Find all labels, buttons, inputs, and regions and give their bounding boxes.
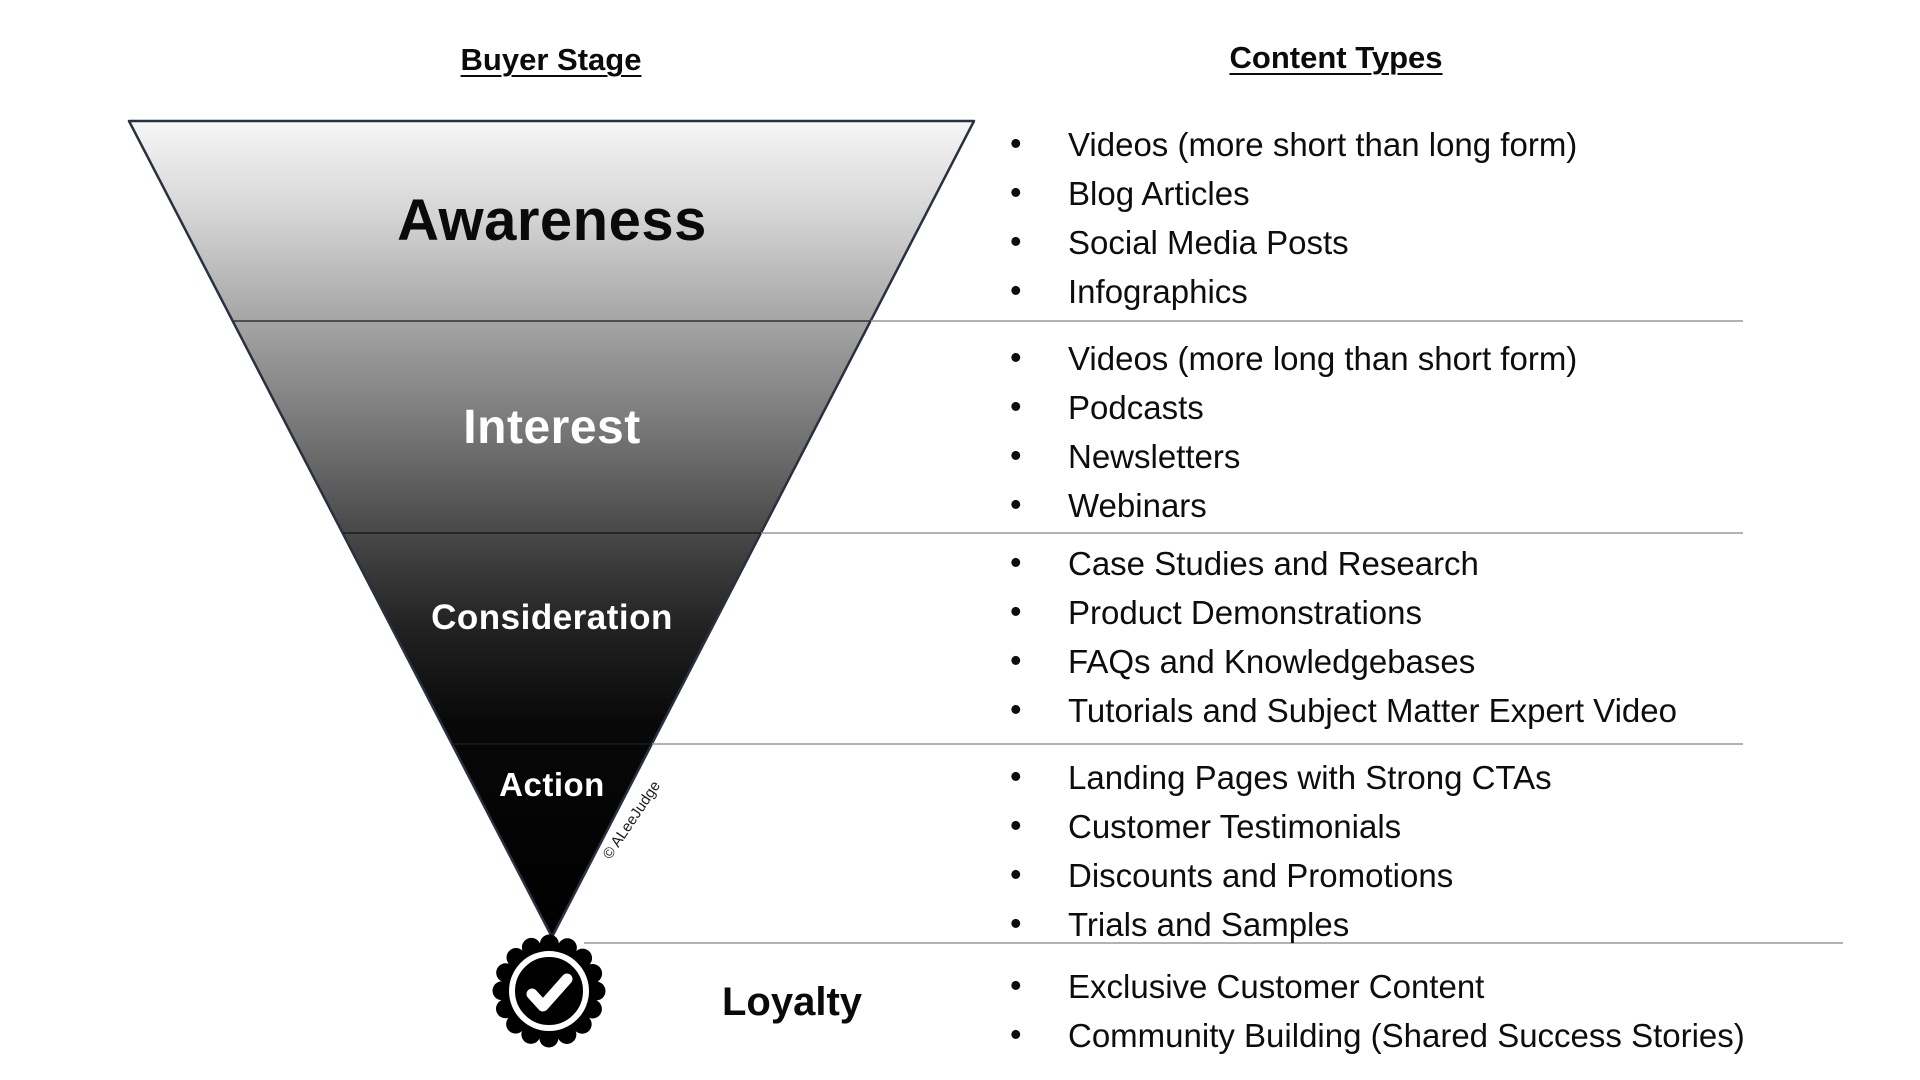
bullet-item: Podcasts [1000, 383, 1860, 432]
bullet-item: Discounts and Promotions [1000, 851, 1860, 900]
bullet-item: FAQs and Knowledgebases [1000, 637, 1860, 686]
bullet-item: Blog Articles [1000, 169, 1860, 218]
bullet-item: Trials and Samples [1000, 900, 1860, 949]
content-section-action: Landing Pages with Strong CTAs Customer … [1000, 753, 1860, 949]
header-buyer-stage: Buyer Stage [460, 42, 642, 77]
content-section-interest: Videos (more long than short form) Podca… [1000, 334, 1860, 530]
bullet-item: Community Building (Shared Success Stori… [1000, 1011, 1860, 1060]
bullet-item: Landing Pages with Strong CTAs [1000, 753, 1860, 802]
stage-label-action: Action [499, 766, 605, 803]
bullet-item: Videos (more long than short form) [1000, 334, 1860, 383]
stage-label-awareness: Awareness [397, 188, 707, 253]
funnel-triangle [127, 119, 976, 939]
content-section-awareness: Videos (more short than long form) Blog … [1000, 120, 1860, 316]
stage-label-interest: Interest [463, 401, 641, 454]
bullet-item: Social Media Posts [1000, 218, 1860, 267]
check-icon [526, 973, 573, 1012]
header-content-types: Content Types [1229, 40, 1443, 75]
content-section-loyalty: Exclusive Customer Content Community Bui… [1000, 962, 1860, 1060]
loyalty-badge-icon [492, 934, 606, 1048]
bullet-item: Newsletters [1000, 432, 1860, 481]
bullet-item: Webinars [1000, 481, 1860, 530]
bullet-item: Product Demonstrations [1000, 588, 1860, 637]
bullet-item: Exclusive Customer Content [1000, 962, 1860, 1011]
stage-label-loyalty: Loyalty [721, 980, 863, 1024]
bullet-item: Videos (more short than long form) [1000, 120, 1860, 169]
bullet-item: Tutorials and Subject Matter Expert Vide… [1000, 686, 1860, 735]
bullet-item: Customer Testimonials [1000, 802, 1860, 851]
bullet-item: Case Studies and Research [1000, 539, 1860, 588]
bullet-item: Infographics [1000, 267, 1860, 316]
content-section-consideration: Case Studies and Research Product Demons… [1000, 539, 1860, 735]
stage-label-consideration: Consideration [431, 598, 673, 637]
